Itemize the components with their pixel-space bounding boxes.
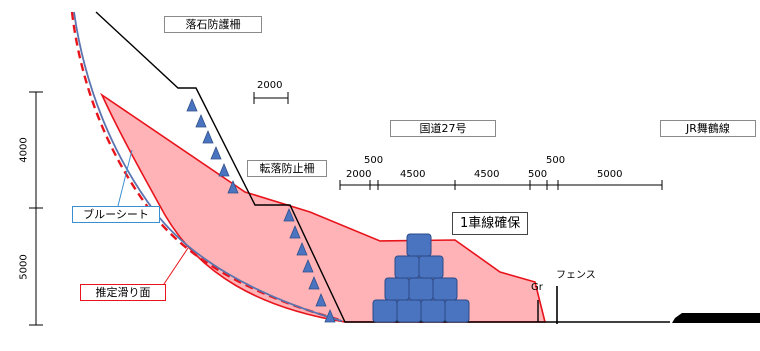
dim-5000: 5000 bbox=[597, 169, 623, 180]
dim-500-c: 500 bbox=[546, 155, 566, 166]
slip-surface-leader bbox=[159, 247, 189, 291]
fall-prevention-fence-label: 転落防止柵 bbox=[247, 160, 327, 177]
rockfall-fence-markers bbox=[186, 97, 239, 194]
fence-label: フェンス bbox=[556, 270, 596, 281]
blue-sheet-leader bbox=[117, 149, 133, 207]
blue-sheet-label: ブルーシート bbox=[72, 206, 160, 223]
dim-500-b: 500 bbox=[528, 169, 548, 180]
sandbag-pyramid bbox=[372, 233, 470, 323]
one-lane-label: 1車線確保 bbox=[452, 212, 529, 235]
dim-2000: 2000 bbox=[346, 169, 372, 180]
dim-5000-vertical: 5000 bbox=[18, 254, 30, 280]
slip-surface-label: 推定滑り面 bbox=[80, 284, 166, 301]
road-edge-block bbox=[672, 313, 760, 323]
dim-500-a: 500 bbox=[364, 155, 384, 166]
dim-4500-a: 4500 bbox=[400, 169, 426, 180]
fall-prevention-fence-markers bbox=[283, 207, 336, 323]
horizontal-dimension-line bbox=[339, 180, 663, 190]
scale-bar bbox=[253, 92, 289, 104]
rockfall-fence-label: 落石防護柵 bbox=[164, 16, 262, 33]
dim-4500-b: 4500 bbox=[474, 169, 500, 180]
vertical-dimension-line bbox=[29, 91, 43, 326]
scale-value: 2000 bbox=[257, 80, 283, 91]
gr-label: Gr bbox=[531, 282, 543, 293]
slope-surface-line bbox=[95, 11, 670, 323]
dim-4000-vertical: 4000 bbox=[18, 137, 30, 163]
jr-line-label: JR舞鶴線 bbox=[660, 120, 756, 137]
route27-label: 国道27号 bbox=[390, 120, 496, 137]
